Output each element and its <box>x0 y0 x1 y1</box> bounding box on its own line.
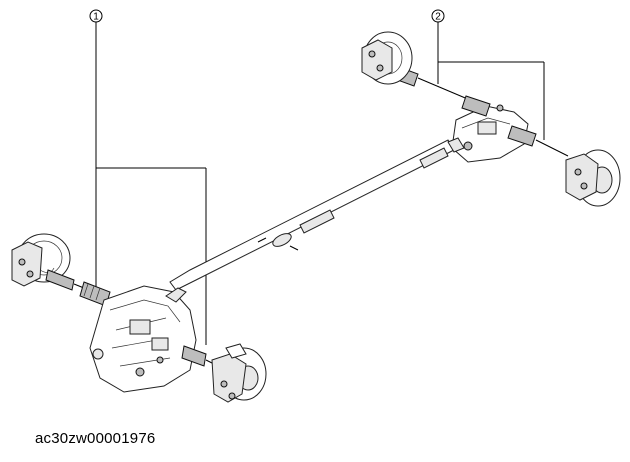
rear-right-drive-shaft <box>507 125 569 157</box>
front-left-drive-shaft <box>45 269 111 307</box>
callout-2-label: 2 <box>435 12 441 23</box>
front-left-brake-assembly <box>11 233 71 287</box>
rear-right-brake-assembly <box>565 149 621 207</box>
callout-1-label: 1 <box>93 12 99 23</box>
front-right-brake-assembly <box>211 343 267 403</box>
rear-left-brake-assembly <box>361 31 413 85</box>
callout-2: 2 <box>431 9 545 140</box>
figure-code: ac30zw00001976 <box>35 430 156 447</box>
propeller-shaft <box>169 139 455 291</box>
propeller-shaft-center-joint <box>299 209 335 234</box>
callout-1: 1 <box>89 9 207 345</box>
center-bearing <box>272 233 292 247</box>
rear-differential <box>447 104 529 163</box>
transaxle <box>89 285 197 393</box>
